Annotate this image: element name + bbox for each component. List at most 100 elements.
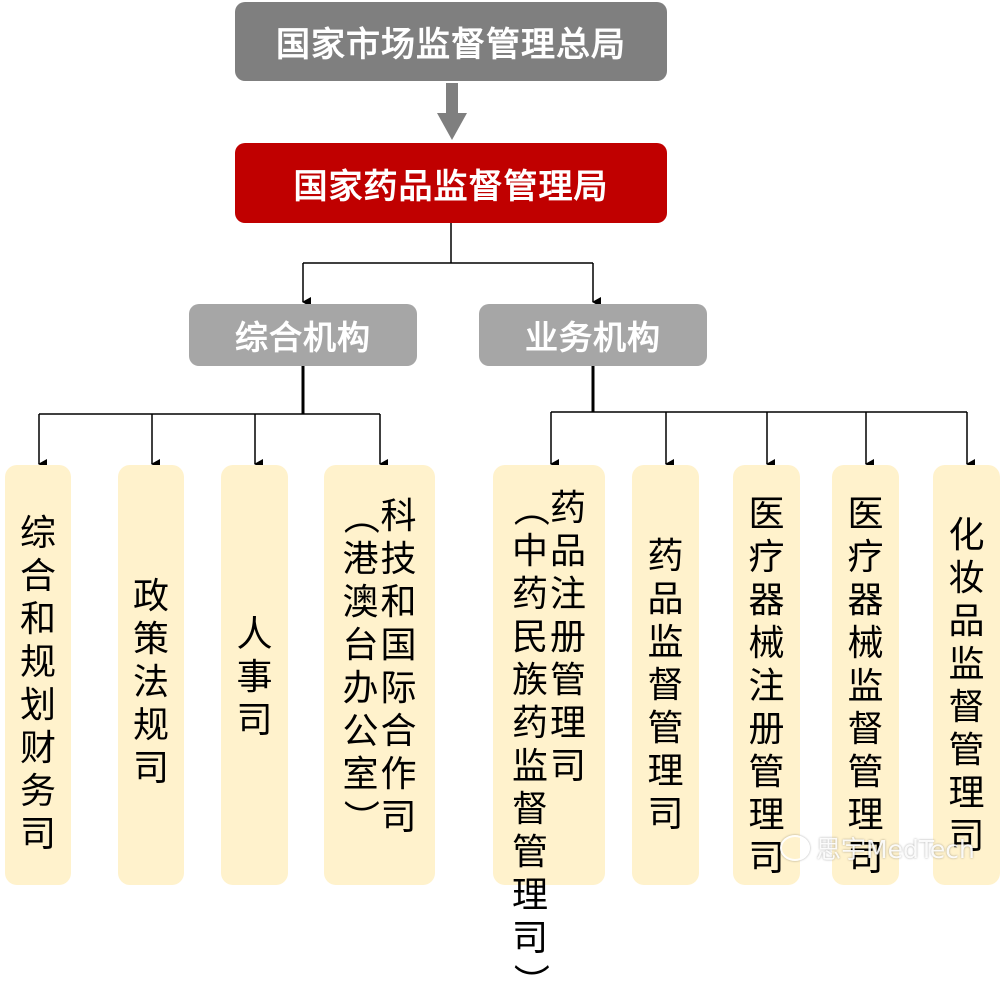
leaf-char: 管 (647, 708, 684, 749)
leaf-char: ） (339, 799, 381, 836)
leaf-char: 医 (847, 494, 884, 535)
leaf-char: 妆 (948, 558, 985, 599)
samr-label: 国家市场监督管理总局 (276, 25, 626, 65)
leaf-char: 管 (748, 752, 785, 793)
leaf-char: 督 (847, 709, 884, 750)
leaf-char: 国 (380, 625, 417, 666)
leaf-char: 管 (948, 730, 985, 771)
leaf-char: 药 (511, 574, 548, 615)
leaf-char: 划 (19, 685, 56, 726)
leaf-char: 科 (380, 496, 417, 537)
leaf-label: 人事司 (236, 613, 272, 742)
leaf-char: 理 (647, 751, 684, 792)
leaf-char: 册 (748, 709, 785, 750)
leaf-char: 作 (380, 754, 417, 795)
leaf-char: 督 (948, 687, 985, 728)
leaf-char: 管 (847, 752, 884, 793)
leaf-char: 公 (342, 711, 379, 752)
leaf-char: 化 (948, 515, 985, 556)
leaf-char: 督 (511, 789, 548, 830)
leaf-label: 化妆品监督管理司 (948, 514, 984, 858)
leaf-char: 医 (748, 494, 785, 535)
leaf-box: 科技和国际合作司（港澳台办公室） (324, 465, 435, 885)
leaf-char: 械 (847, 623, 884, 664)
leaf-box: 综合和规划财务司 (5, 465, 71, 885)
leaf-char: 理 (948, 773, 985, 814)
leaf-char: 监 (647, 622, 684, 663)
leaf-char: 药 (550, 488, 587, 529)
leaf-char: 司 (748, 838, 785, 879)
leaf-char: （ (339, 498, 381, 535)
leaf-char: 械 (748, 623, 785, 664)
leaf-char: 政 (132, 576, 169, 617)
leaf-box: 化妆品监督管理司 (933, 465, 1000, 885)
leaf-char: 台 (342, 625, 379, 666)
leaf-char: 理 (748, 795, 785, 836)
leaf-char: 药 (647, 536, 684, 577)
leaf-char: 注 (550, 574, 587, 615)
leaf-char: 药 (511, 703, 548, 744)
leaf-char: 法 (132, 662, 169, 703)
leaf-char: 司 (19, 814, 56, 855)
leaf-char: 技 (380, 539, 417, 580)
leaf-label: （中药民族药监督管理司） (509, 487, 550, 1003)
connector-lines (38, 83, 975, 469)
connector-left-leaves (38, 366, 388, 469)
leaf-char: 督 (647, 665, 684, 706)
group-comprehensive: 综合机构 (189, 304, 417, 366)
leaf-char: 司 (847, 838, 884, 879)
leaf-box: 人事司 (221, 465, 288, 885)
leaf-box: 药品监督管理司 (632, 465, 699, 885)
leaf-char: 管 (511, 832, 548, 873)
leaf-char: 中 (511, 531, 548, 572)
wechat-icon (780, 835, 810, 861)
leaf-box: 医疗器械监督管理司 (832, 465, 899, 885)
leaf-char: 办 (342, 668, 379, 709)
leaf-char: 监 (847, 666, 884, 707)
leaf-char: 港 (342, 539, 379, 580)
leaf-label: 政策法规司 (133, 575, 169, 790)
leaf-char: 合 (19, 556, 56, 597)
leaf-char: 规 (19, 642, 56, 683)
leaf-label: 医疗器械注册管理司 (748, 493, 784, 880)
group-business: 业务机构 (479, 304, 707, 366)
leaf-char: 册 (550, 617, 587, 658)
leaf-char: 司 (948, 816, 985, 857)
leaf-char: 疗 (847, 537, 884, 578)
leaf-char: 和 (19, 599, 56, 640)
group-comprehensive-label: 综合机构 (235, 318, 371, 357)
leaf-char: 综 (19, 513, 56, 554)
leaf-char: 器 (847, 580, 884, 621)
leaf-label: 医疗器械监督管理司 (847, 493, 883, 880)
leaf-label: 综合和规划财务司 (20, 512, 56, 856)
down-arrow-top (437, 83, 467, 140)
leaf-char: 司 (236, 700, 273, 741)
leaf-box: 政策法规司 (118, 465, 184, 885)
leaf-box: 医疗器械注册管理司 (733, 465, 800, 885)
leaf-char: 疗 (748, 537, 785, 578)
nmpa-box: 国家药品监督管理局 (235, 143, 667, 223)
leaf-char: 合 (380, 711, 417, 752)
samr-box: 国家市场监督管理总局 (235, 2, 667, 81)
leaf-char: 司 (132, 748, 169, 789)
leaf-char: 品 (948, 601, 985, 642)
leaf-label: （港澳台办公室） (340, 495, 381, 839)
leaf-char: 管 (550, 660, 587, 701)
leaf-char: 理 (511, 875, 548, 916)
leaf-char: 司 (550, 746, 587, 787)
leaf-char: 品 (647, 579, 684, 620)
leaf-char: 际 (380, 668, 417, 709)
leaf-label: 药品监督管理司 (647, 535, 683, 836)
leaf-char: 人 (236, 614, 273, 655)
leaf-char: 器 (748, 580, 785, 621)
leaf-char: 财 (19, 728, 56, 769)
watermark: 思宇MedTech (780, 830, 975, 866)
leaf-char: 注 (748, 666, 785, 707)
leaf-char: 理 (550, 703, 587, 744)
leaf-label: 科技和国际合作司 (381, 495, 417, 839)
leaf-char: 监 (948, 644, 985, 685)
leaf-char: 理 (847, 795, 884, 836)
leaf-char: 司 (380, 797, 417, 838)
leaf-char: 事 (236, 657, 273, 698)
leaf-char: 规 (132, 705, 169, 746)
